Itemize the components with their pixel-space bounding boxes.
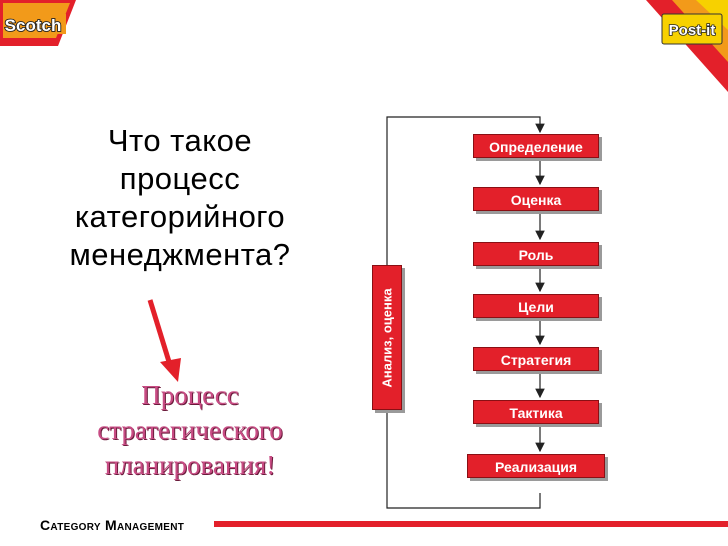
step-definition: Определение xyxy=(473,134,599,158)
page-title: Что такое процесс категорийного менеджме… xyxy=(30,122,330,274)
title-line: категорийного xyxy=(74,199,286,234)
answer-line: стратегического xyxy=(97,415,283,445)
title-line: менеджмента? xyxy=(69,237,291,272)
step-role: Роль xyxy=(473,242,599,266)
svg-text:Post-it: Post-it xyxy=(669,22,716,39)
title-line: процесс xyxy=(119,161,241,196)
footer-divider xyxy=(214,521,728,527)
answer-text: Процесс стратегического планирования! xyxy=(40,378,340,483)
svg-text:Scotch: Scotch xyxy=(5,16,62,35)
analysis-evaluation-label: Анализ, оценка xyxy=(379,287,395,388)
footer-label: Category Management xyxy=(40,517,184,533)
step-goals: Цели xyxy=(473,294,599,318)
analysis-evaluation-box: Анализ, оценка xyxy=(372,265,402,410)
step-implementation: Реализация xyxy=(467,454,605,478)
title-line: Что такое xyxy=(107,123,253,158)
answer-line: планирования! xyxy=(104,450,276,480)
footer-text: Category Management xyxy=(40,517,185,533)
post-it-logo: Post-it xyxy=(640,0,728,92)
step-tactics: Тактика xyxy=(473,400,599,424)
pointer-arrow-shaft xyxy=(147,299,173,366)
step-evaluation: Оценка xyxy=(473,187,599,211)
step-strategy: Стратегия xyxy=(473,347,599,371)
answer-line: Процесс xyxy=(141,380,239,410)
scotch-logo: Scotch xyxy=(0,0,76,46)
